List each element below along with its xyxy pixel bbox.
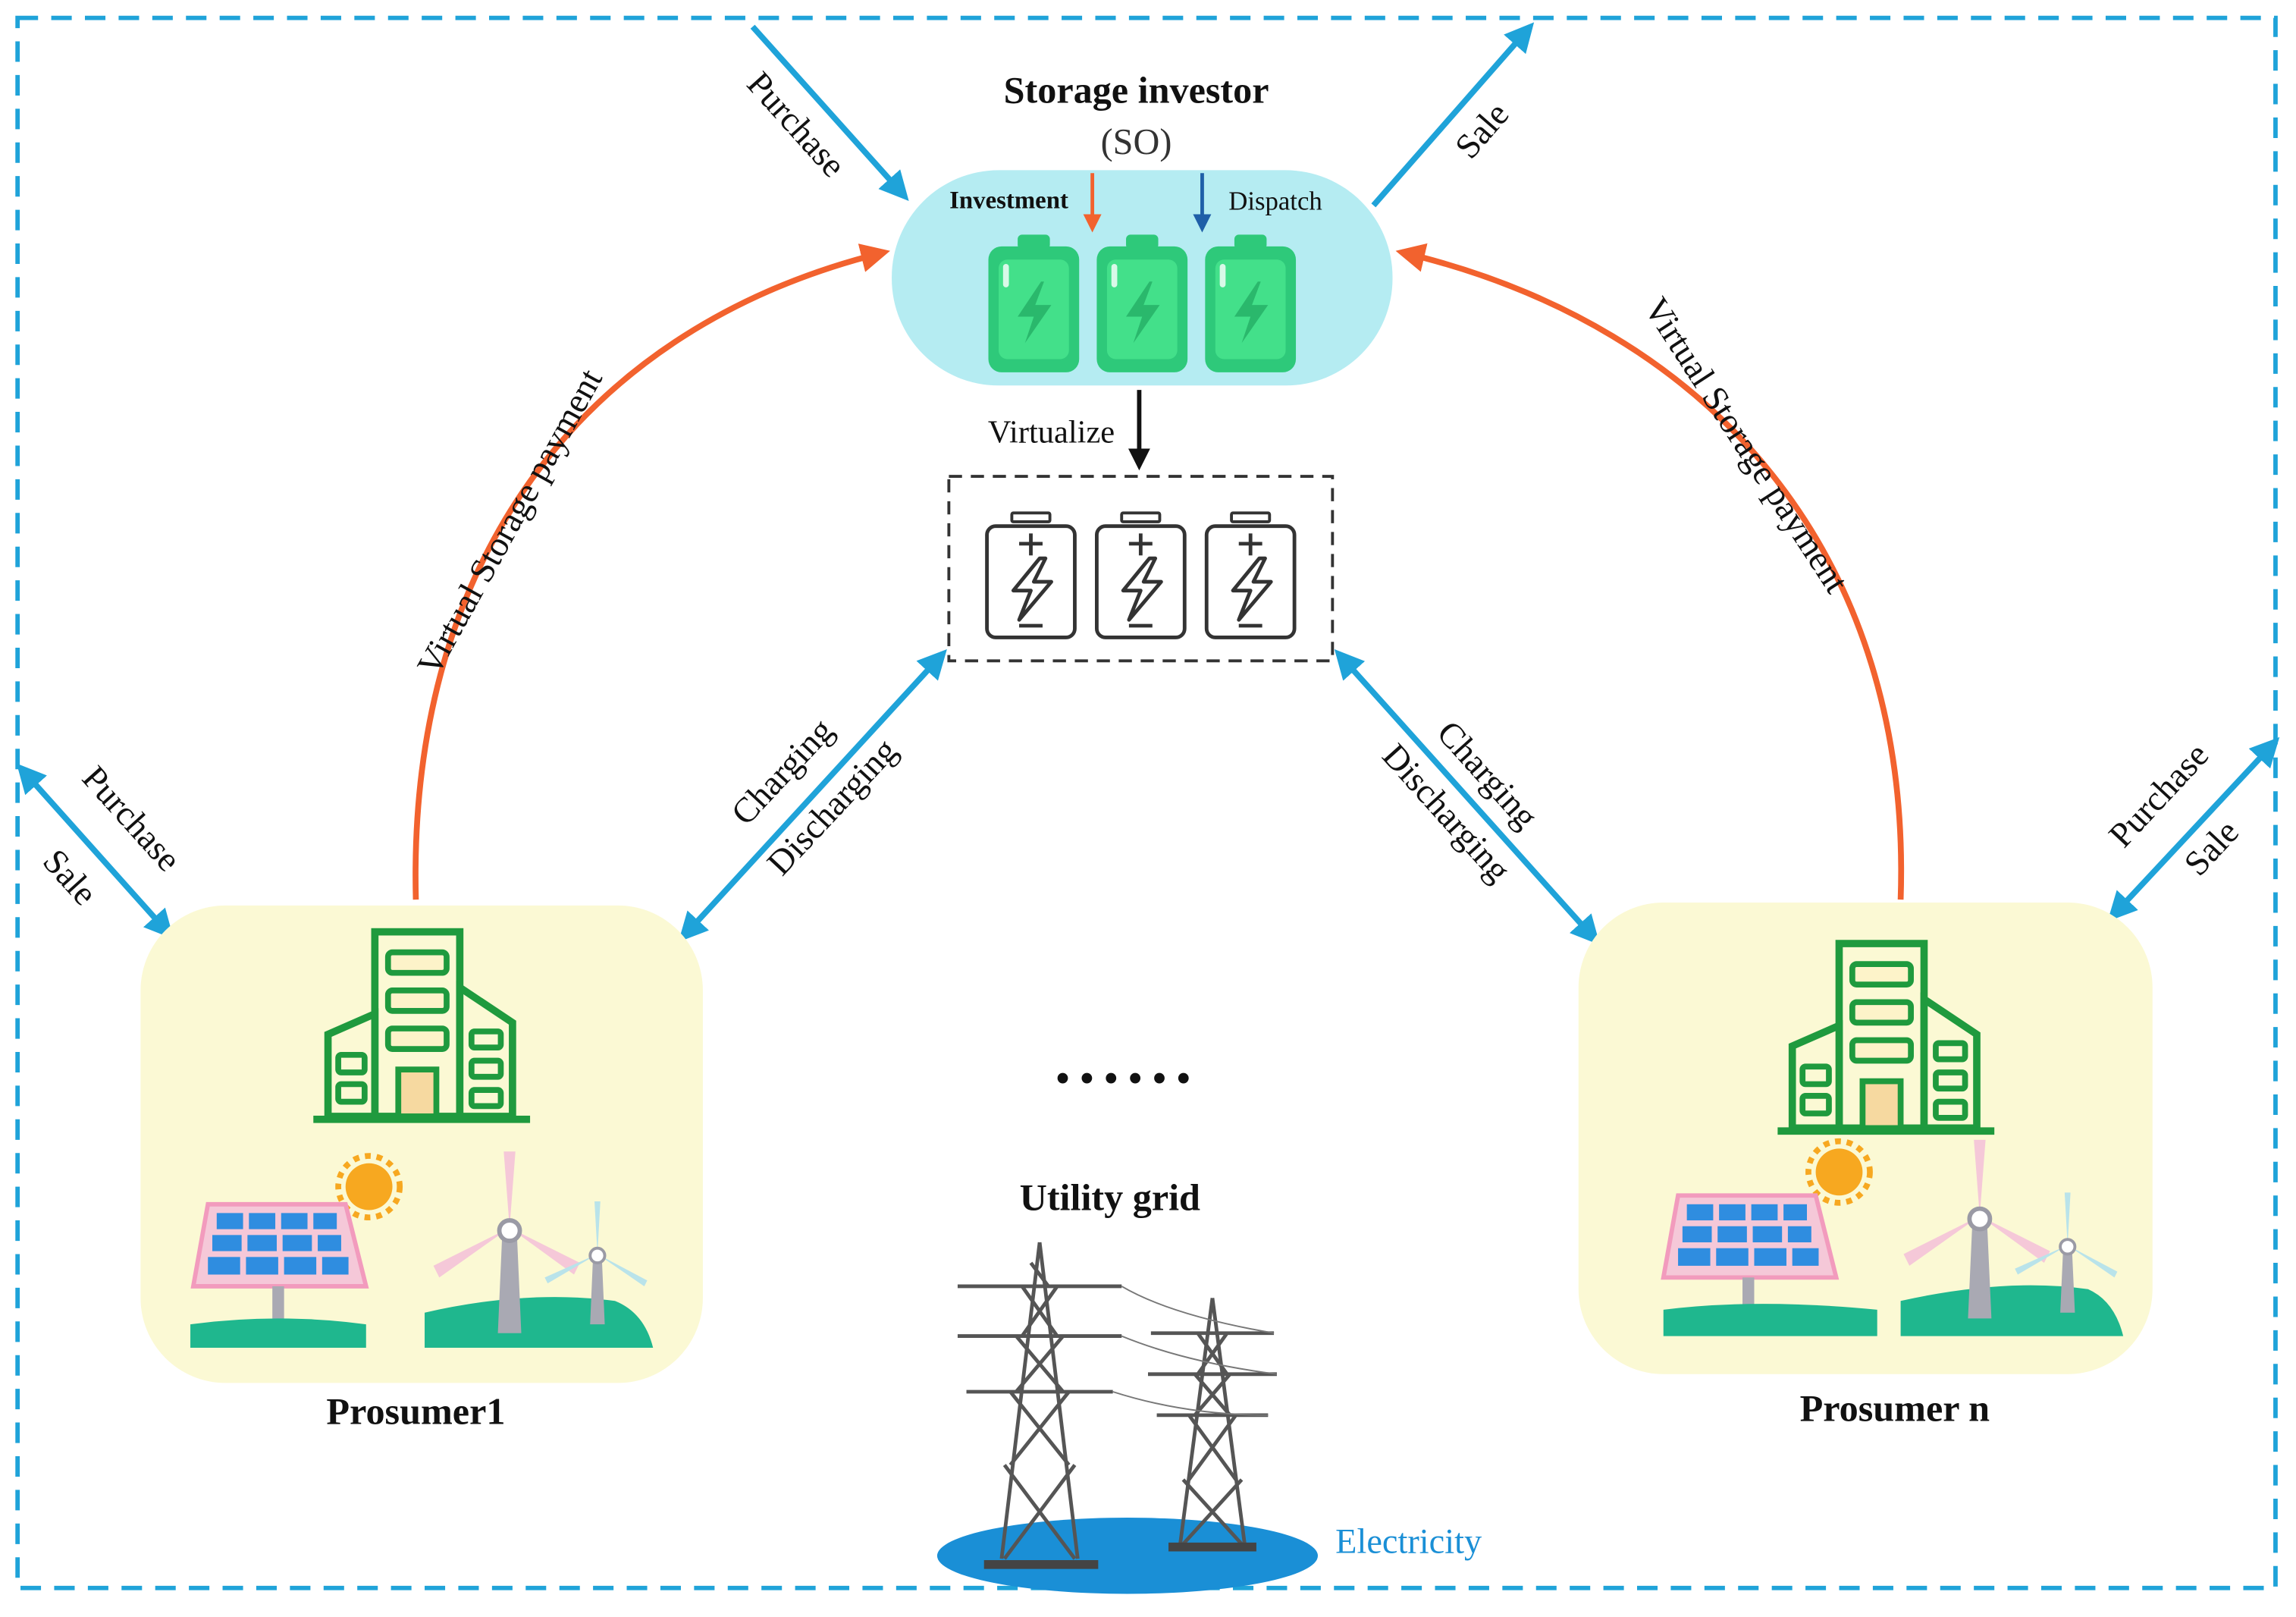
wind-turbine-icon — [1903, 1139, 2050, 1319]
sun-icon — [1808, 1141, 1870, 1203]
ellipsis: •••••• — [1055, 1053, 1200, 1103]
virtual-battery-icon — [1206, 513, 1294, 637]
right-charging-arrow — [1334, 648, 1601, 945]
transmission-tower-icon — [957, 1242, 1122, 1569]
utility-grid: Utility grid Electricity — [936, 1176, 1482, 1594]
wind-turbine-icon — [2015, 1192, 2118, 1313]
virtual-battery-icon — [987, 513, 1075, 637]
virtualize-label: Virtualize — [988, 415, 1115, 451]
power-lines — [1112, 1286, 1278, 1416]
investment-label: Investment — [949, 187, 1068, 215]
ground-icon — [1663, 1304, 1877, 1336]
electricity-label: Electricity — [1335, 1522, 1482, 1561]
left-purchase-label: Purchase — [74, 759, 188, 879]
utility-grid-title: Utility grid — [1020, 1176, 1200, 1219]
storage-investor-abbreviation: (SO) — [1101, 122, 1172, 162]
virtual-battery-icon — [1096, 513, 1184, 637]
top-purchase-arrow — [750, 24, 909, 201]
prosumer-1-label: Prosumer1 — [326, 1389, 505, 1432]
wind-turbine-icon — [433, 1151, 580, 1333]
right-payment-label: Virtual Storage payment — [1636, 291, 1855, 601]
storage-investor: Storage investor (SO) Investment Dispatc… — [892, 69, 1393, 386]
prosumer-1: Prosumer1 — [140, 905, 703, 1432]
ground-icon — [190, 1318, 366, 1349]
left-payment-arrow — [412, 243, 890, 900]
battery-icon — [1205, 234, 1297, 372]
prosumer-n-label: Prosumer n — [1800, 1387, 1990, 1430]
virtual-storage — [947, 475, 1335, 663]
dispatch-label: Dispatch — [1228, 187, 1322, 216]
left-payment-label: Virtual Storage payment — [410, 363, 610, 682]
electricity-pool — [936, 1518, 1319, 1594]
battery-icon — [988, 234, 1080, 372]
wind-turbine-icon — [544, 1201, 648, 1325]
storage-investor-title: Storage investor — [1004, 69, 1269, 111]
top-sale-arrow — [1371, 22, 1535, 208]
battery-icon — [1096, 234, 1188, 372]
transmission-tower-icon — [1148, 1298, 1277, 1552]
left-market-arrow — [16, 763, 174, 940]
right-market-arrow — [2107, 736, 2280, 922]
prosumer-n: Prosumer n — [1578, 902, 2153, 1430]
top-purchase-label: Purchase — [739, 64, 853, 184]
right-sale-label: Sale — [2177, 813, 2247, 884]
left-charging-arrow — [678, 649, 947, 943]
right-payment-arrow — [1395, 243, 1905, 900]
virtual-storage-box — [947, 475, 1335, 663]
